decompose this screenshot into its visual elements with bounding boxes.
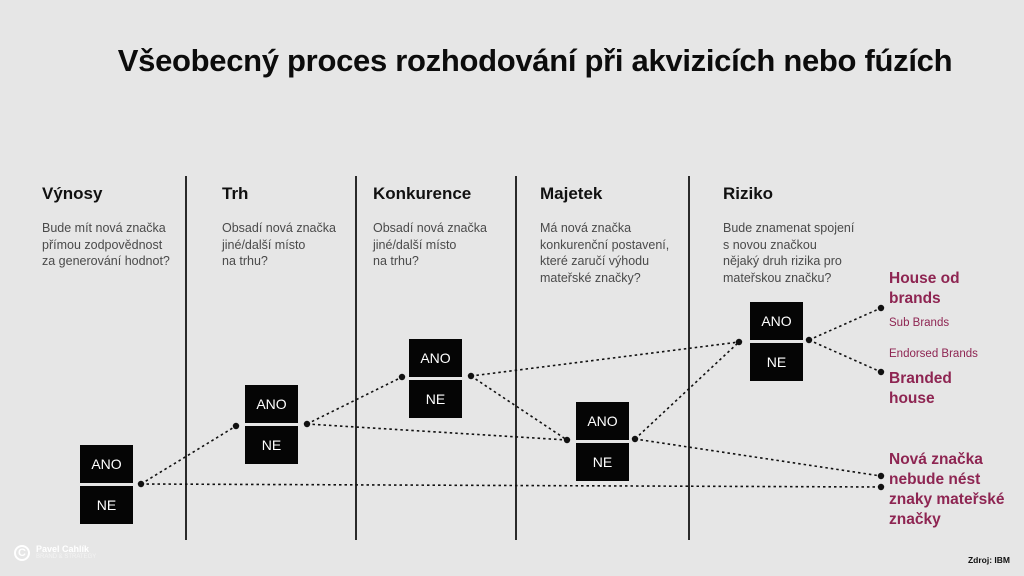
column-question-risk: Bude znamenat spojení s novou značkou ně… — [723, 221, 855, 285]
column-question-revenue: Bude mít nová značka přímou zodpovědnost… — [42, 221, 170, 268]
page-title: Všeobecný proces rozhodování při akvizic… — [117, 43, 953, 78]
connector-dot — [877, 472, 885, 480]
no-label: NE — [750, 343, 803, 381]
connector-line — [140, 483, 882, 488]
logo-tagline: BRAND & STRATEGY — [36, 554, 97, 560]
connector-dot — [232, 422, 240, 430]
no-label: NE — [409, 380, 462, 418]
connector-dot — [631, 435, 639, 443]
no-label: NE — [576, 443, 629, 481]
yes-label: ANO — [750, 302, 803, 340]
author-logo: C Pavel Cahlík BRAND & STRATEGY — [14, 544, 96, 561]
logo-name: Pavel Cahlík — [36, 544, 90, 554]
connector-dot — [877, 368, 885, 376]
source-note: Zdroj: IBM — [967, 555, 1010, 565]
no-label: NE — [80, 486, 133, 524]
outcome-new-brand: Nová značka nebude nést znaky mateřské z… — [889, 451, 1005, 528]
connector-dot — [398, 373, 406, 381]
copyright-icon: C — [14, 544, 30, 561]
no-label: NE — [245, 426, 298, 464]
column-divider — [185, 176, 187, 540]
connector-line — [140, 425, 237, 485]
column-question-assets: Má nová značka konkurenční postavení, kt… — [540, 221, 670, 285]
column-question-market: Obsadí nová značka jiné/další místo na t… — [222, 221, 336, 268]
decision-box-assets: ANO NE — [576, 402, 629, 482]
outcome-endorsed-brands: Endorsed Brands — [889, 348, 978, 360]
outcome-sub-brands: Sub Brands — [889, 317, 950, 329]
connector-line — [808, 339, 882, 373]
connector-line — [634, 341, 740, 440]
outcome-branded-house: Branded house — [889, 370, 952, 407]
decision-box-market: ANO NE — [245, 385, 298, 465]
decision-box-risk: ANO NE — [750, 302, 803, 382]
decision-box-revenue: ANO NE — [80, 445, 133, 525]
column-divider — [515, 176, 517, 540]
yes-label: ANO — [245, 385, 298, 423]
column-heading-revenue: Výnosy — [42, 184, 103, 203]
column-heading-competition: Konkurence — [373, 184, 472, 203]
decision-box-competition: ANO NE — [409, 339, 462, 419]
connector-dot — [735, 338, 743, 346]
connector-dot — [137, 480, 145, 488]
connector-line — [808, 307, 882, 341]
connector-dot — [467, 372, 475, 380]
connector-line — [306, 376, 403, 425]
column-divider — [355, 176, 357, 540]
column-divider — [688, 176, 690, 540]
yes-label: ANO — [409, 339, 462, 377]
connector-line — [306, 423, 568, 441]
connector-dot — [877, 304, 885, 312]
column-question-competition: Obsadí nová značka jiné/další místo na t… — [373, 221, 487, 268]
connector-dot — [563, 436, 571, 444]
connector-dot — [805, 336, 813, 344]
column-heading-risk: Riziko — [723, 184, 774, 203]
connector-dot — [877, 483, 885, 491]
connector-dot — [303, 420, 311, 428]
connector-line — [470, 375, 568, 441]
yes-label: ANO — [80, 445, 133, 483]
yes-label: ANO — [576, 402, 629, 440]
connector-line — [470, 341, 740, 377]
column-heading-assets: Majetek — [540, 184, 603, 203]
connector-line — [634, 438, 882, 477]
column-heading-market: Trh — [222, 184, 249, 203]
outcome-house-of-brands: House od brands — [889, 270, 960, 307]
